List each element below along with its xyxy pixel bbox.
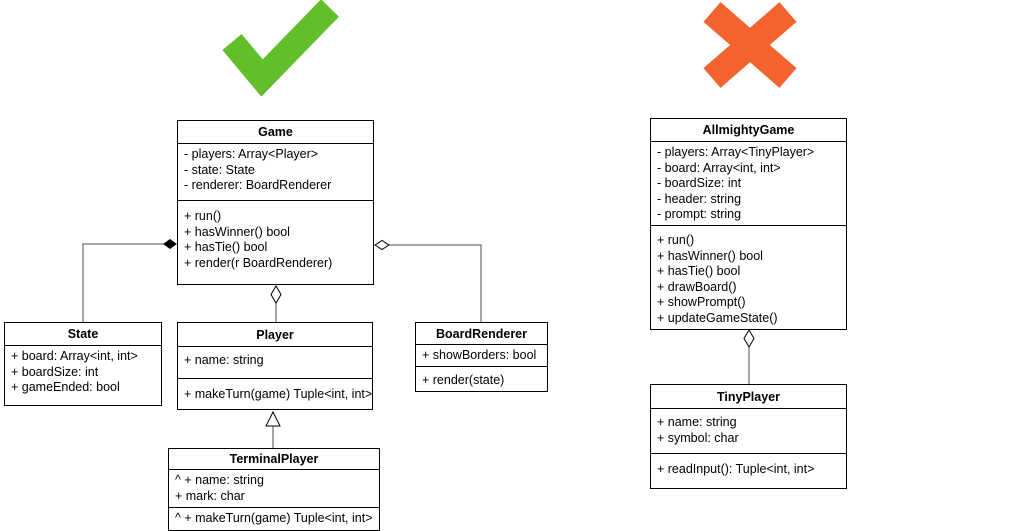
class-methods: + run() + hasWinner() bool + hasTie() bo… [651, 225, 846, 329]
attribute-line: + gameEnded: bool [11, 380, 120, 394]
hollow-diamond-marker [743, 329, 755, 348]
class-box-allmightygame: AllmightyGame - players: Array<TinyPlaye… [650, 118, 847, 330]
attribute-line: + showBorders: bool [422, 348, 537, 362]
class-title: State [67, 327, 99, 341]
method-line: + showPrompt() [657, 295, 746, 309]
class-attributes: - players: Array<TinyPlayer> - board: Ar… [651, 141, 846, 225]
connector-game-boardrenderer-aggregation [374, 239, 482, 322]
class-box-terminalplayer: TerminalPlayer ^ + name: string + mark: … [168, 448, 380, 531]
hollow-triangle-marker [265, 410, 281, 427]
hollow-diamond-marker [374, 239, 390, 251]
attribute-line: + symbol: char [657, 430, 739, 445]
attribute-line: - boardSize: int [657, 176, 742, 190]
attribute-line: - state: State [184, 162, 255, 177]
class-title: BoardRenderer [436, 326, 527, 341]
class-title: Game [258, 125, 293, 139]
method-line: + updateGameState() [657, 310, 778, 325]
filled-diamond-marker [163, 238, 177, 250]
method-line: + hasWinner() bool [657, 248, 763, 263]
attribute-line: + boardSize: int [11, 364, 99, 379]
method-line: + hasTie() bool [657, 264, 741, 278]
attribute-line: - header: string [657, 191, 742, 206]
class-title: TerminalPlayer [229, 452, 319, 466]
class-methods: ^ + makeTurn(game) Tuple<int, int> [169, 507, 379, 530]
class-box-boardrenderer: BoardRenderer + showBorders: bool + rend… [415, 322, 548, 392]
attribute-line: - renderer: BoardRenderer [184, 178, 332, 192]
class-methods: + render(state) [416, 366, 547, 391]
hollow-diamond-marker [270, 285, 282, 304]
method-line: + run() [657, 233, 695, 247]
method-line: + readInput(): Tuple<int, int> [657, 462, 815, 476]
connector-terminalplayer-player-inheritance [265, 410, 281, 448]
method-line: + hasTie() bool [184, 240, 268, 254]
method-line: + makeTurn(game) Tuple<int, int> [184, 387, 372, 401]
class-attributes: + name: string + symbol: char [651, 408, 846, 453]
class-attributes: + showBorders: bool [416, 344, 547, 366]
attribute-line: + name: string [657, 415, 737, 429]
attribute-line: ^ + name: string [175, 473, 264, 487]
attribute-line: - board: Array<int, int> [657, 160, 781, 175]
method-line: + render(state) [422, 373, 505, 387]
class-title: Player [256, 327, 294, 342]
method-line: + run() [184, 209, 222, 223]
cross-icon [703, 2, 797, 88]
class-attributes: + name: string [178, 346, 372, 378]
method-line: + render(r BoardRenderer) [184, 255, 333, 270]
class-attributes: ^ + name: string + mark: char [169, 469, 379, 507]
class-box-player: Player + name: string + makeTurn(game) T… [177, 322, 373, 410]
class-methods: + makeTurn(game) Tuple<int, int> [178, 378, 372, 409]
class-box-game: Game - players: Array<Player> - state: S… [177, 120, 374, 285]
attribute-line: - players: Array<Player> [184, 147, 319, 161]
method-line: + drawBoard() [657, 279, 737, 294]
class-methods: + run() + hasWinner() bool + hasTie() bo… [178, 200, 373, 284]
attribute-line: + board: Array<int, int> [11, 349, 138, 363]
class-box-tinyplayer: TinyPlayer + name: string + symbol: char… [650, 384, 847, 489]
method-line: ^ + makeTurn(game) Tuple<int, int> [175, 511, 373, 525]
attribute-line: - prompt: string [657, 207, 742, 221]
attribute-line: - players: Array<TinyPlayer> [657, 145, 815, 159]
method-line: + hasWinner() bool [184, 224, 290, 239]
connector-allmightygame-tinyplayer-aggregation [743, 329, 755, 384]
class-title: TinyPlayer [716, 389, 780, 404]
connector-game-state-composition [82, 238, 177, 322]
connector-game-player-aggregation [270, 285, 282, 322]
attribute-line: + mark: char [175, 488, 245, 503]
class-title: AllmightyGame [702, 123, 795, 137]
class-attributes: + board: Array<int, int> + boardSize: in… [5, 345, 161, 405]
class-attributes: - players: Array<Player> - state: State … [178, 143, 373, 200]
checkmark-icon [222, 0, 339, 97]
attribute-line: + name: string [184, 353, 264, 367]
class-box-state: State + board: Array<int, int> + boardSi… [4, 322, 162, 406]
class-methods: + readInput(): Tuple<int, int> [651, 453, 846, 488]
